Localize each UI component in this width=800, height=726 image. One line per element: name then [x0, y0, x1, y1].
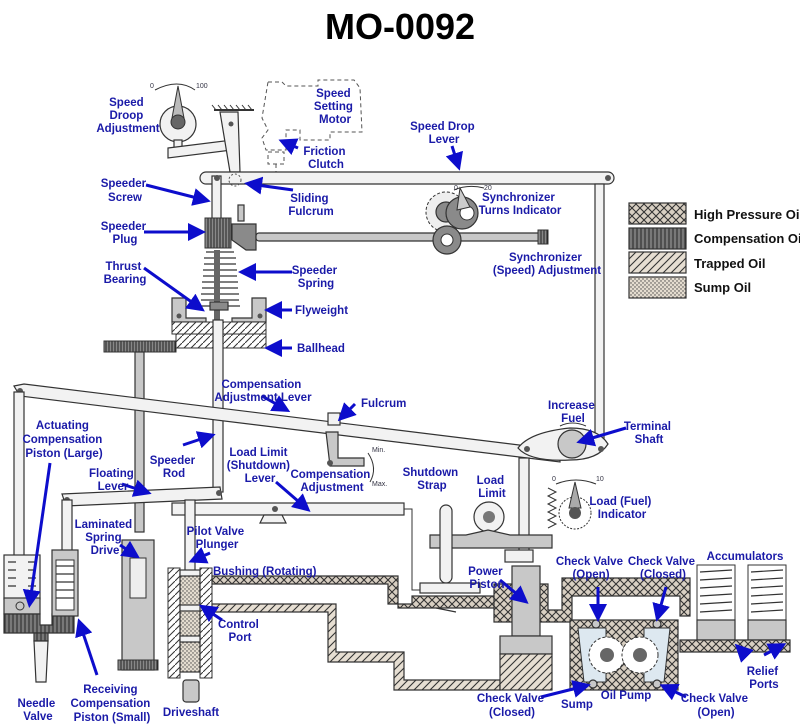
label-friction-clutch: Friction Clutch	[303, 146, 348, 171]
oil-pump	[569, 619, 679, 691]
label-check-valve-open-top: Check Valve (Open)	[556, 556, 626, 581]
label-check-valve-closed-top: Check Valve (Closed)	[628, 556, 698, 581]
label-floating-lever: Floating Lever	[89, 468, 137, 493]
legend: High Pressure Oil Compensation Oil Trapp…	[628, 202, 800, 299]
label-needle-valve: Needle Valve	[18, 698, 59, 723]
laminated-spring-drive	[117, 539, 159, 671]
legend-swatch-trapped-oil	[628, 251, 687, 274]
label-fulcrum: Fulcrum	[361, 398, 406, 410]
callout-arrows	[22, 138, 787, 701]
label-compensation-adjustment-lever: Compensation Adjustment Lever	[214, 379, 312, 404]
label-check-valve-closed-bottom: Check Valve (Closed)	[477, 693, 547, 719]
label-speeder-rod: Speeder Rod	[150, 455, 199, 480]
speed-drop-lever	[199, 171, 615, 447]
label-load-limit-lever: Load Limit (Shutdown) Lever	[227, 447, 293, 485]
speeder-spring	[200, 250, 240, 320]
legend-item-sump-oil: Sump Oil	[628, 276, 751, 299]
dial-min: 0	[552, 476, 556, 483]
receiving-compensation-piston	[51, 549, 79, 617]
label-pilot-valve-plunger: Pilot Valve Plunger	[187, 526, 248, 551]
label-speeder-spring: Speeder Spring	[292, 265, 341, 290]
label-laminated-spring-drive: Laminated Spring Drive	[75, 519, 136, 557]
legend-item-trapped-oil: Trapped Oil	[628, 251, 766, 274]
legend-swatch-high-pressure-oil	[628, 202, 687, 225]
legend-item-compensation-oil: Compensation Oil	[628, 227, 800, 250]
label-speeder-plug: Speeder Plug	[101, 221, 150, 246]
label-speed-droop-adjustment: Speed Droop Adjustment	[96, 97, 159, 135]
label-driveshaft: Driveshaft	[163, 707, 219, 719]
speeder-rod	[212, 319, 224, 493]
labels: Speed Droop Adjustment Speed Setting Mot…	[18, 88, 784, 724]
dial-max: 10	[596, 476, 604, 483]
accumulators	[679, 564, 791, 653]
label-receiving-compensation-piston: Receiving Compensation Piston (Small)	[70, 684, 153, 724]
dial-max: 20	[484, 185, 492, 192]
label-sliding-fulcrum: Sliding Fulcrum	[288, 193, 333, 218]
dial-min: 0	[454, 185, 458, 192]
high-pressure-oil-line	[211, 575, 691, 623]
legend-label: High Pressure Oil	[694, 207, 800, 222]
label-increase-fuel: Increase Fuel	[548, 400, 598, 425]
ballhead	[103, 321, 267, 353]
label-actuating-compensation-piston: Actuating Compensation Piston (Large)	[22, 420, 105, 460]
label-sump: Sump	[561, 699, 593, 711]
label-flyweight: Flyweight	[295, 305, 348, 317]
legend-label: Trapped Oil	[694, 256, 766, 271]
label-terminal-shaft: Terminal Shaft	[624, 421, 674, 446]
sliding-fulcrum	[228, 173, 242, 187]
droop-lever	[167, 104, 254, 173]
dial-min: 0	[150, 83, 154, 90]
diagram-title: MO-0092	[324, 6, 476, 47]
legend-swatch-compensation-oil	[628, 227, 687, 250]
load-limit-shutdown-lever	[171, 502, 420, 591]
label-speeder-screw: Speeder Screw	[101, 178, 150, 204]
legend-label: Compensation Oil	[694, 231, 800, 246]
load-limit-cam	[473, 501, 505, 533]
label-shutdown-strap: Shutdown Strap	[403, 467, 462, 492]
speeder-screw	[211, 175, 245, 222]
speed-droop-dial: 0 100	[150, 83, 208, 149]
label-power-piston: Power Piston	[468, 566, 506, 591]
synchronizer-gears: 0 20	[425, 185, 492, 255]
pilot-valve-bushing	[167, 499, 213, 703]
synchronizer-shaft	[255, 232, 545, 242]
label-oil-pump: Oil Pump	[601, 690, 651, 702]
label-synchronizer-speed-adjustment: Synchronizer (Speed) Adjustment	[493, 252, 601, 277]
dial-max: Max.	[372, 481, 387, 488]
label-load-fuel-indicator: Load (Fuel) Indicator	[589, 496, 654, 521]
synchronizer-knob[interactable]	[537, 229, 549, 245]
legend-swatch-sump-oil	[628, 276, 687, 299]
label-check-valve-open-bottom: Check Valve (Open)	[681, 693, 751, 719]
dial-max: 100	[196, 83, 208, 90]
drive-shaft-upper	[134, 351, 145, 533]
label-speed-setting-motor: Speed Setting Motor	[314, 88, 356, 126]
label-accumulators: Accumulators	[707, 551, 784, 563]
label-control-port: Control Port	[218, 619, 262, 644]
label-load-limit: Load Limit	[477, 475, 508, 500]
legend-label: Sump Oil	[694, 280, 751, 295]
label-thrust-bearing: Thrust Bearing	[104, 261, 147, 286]
label-relief-ports: Relief Ports	[747, 666, 782, 691]
fulcrum: Min. Max.	[325, 412, 387, 488]
label-synchronizer-turns-indicator: Synchronizer Turns Indicator	[479, 192, 562, 217]
legend-item-high-pressure-oil: High Pressure Oil	[628, 202, 800, 225]
label-bushing-rotating: Bushing (Rotating)	[213, 566, 317, 578]
load-fuel-indicator: 0 10	[546, 476, 604, 530]
label-ballhead: Ballhead	[297, 343, 345, 355]
speeder-plug	[204, 217, 257, 251]
trapped-oil-line	[211, 603, 501, 691]
shutdown-strap	[419, 504, 481, 613]
dial-min: Min.	[372, 447, 385, 454]
label-compensation-adjustment: Compensation Adjustment	[290, 469, 373, 494]
label-speed-drop-lever: Speed Drop Lever	[410, 121, 478, 146]
